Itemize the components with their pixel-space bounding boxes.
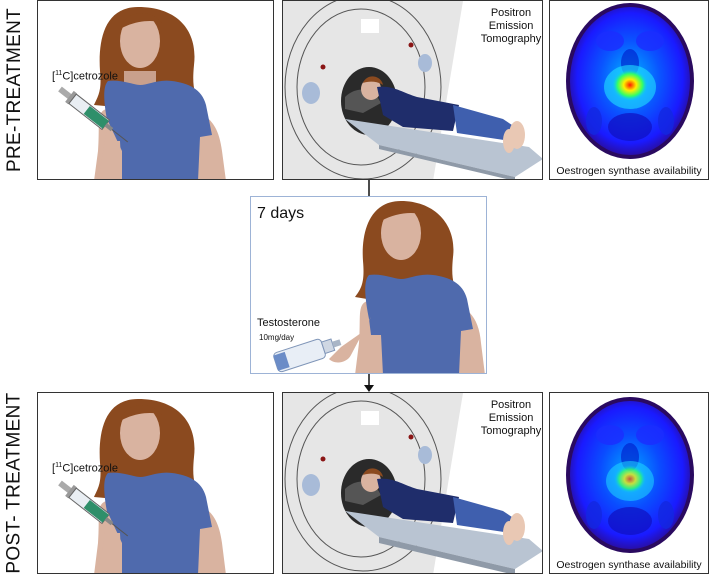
pre-hotspot: [612, 69, 648, 101]
syringe-icon: [38, 393, 274, 574]
post-brain-scan-panel: Oestrogen synthase availability: [549, 392, 709, 574]
brain-pet-image: [550, 1, 709, 180]
post-pet-scanner-panel: Positron Emission Tomography: [282, 392, 543, 574]
tracer-label: [11C]cetrozole: [52, 459, 118, 476]
brain-pet-image: [550, 393, 709, 574]
post-injection-panel: [11C]cetrozole: [37, 392, 274, 574]
pre-pet-scanner-panel: Positron Emission Tomography: [282, 0, 543, 180]
tracer-label: [11C]cetrozole: [52, 67, 118, 84]
drug-label: Testosterone: [257, 317, 320, 330]
treatment-panel: 7 days Testosterone 10mg/day: [250, 196, 487, 374]
duration-label: 7 days: [257, 205, 304, 223]
post-hotspot: [614, 465, 646, 493]
dose-label: 10mg/day: [259, 331, 294, 344]
brain-caption: Oestrogen synthase availability: [550, 165, 708, 177]
pre-injection-panel: [11C]cetrozole: [37, 0, 274, 180]
spray-bottle-icon: [251, 197, 487, 374]
pet-title: Positron Emission Tomography: [471, 399, 543, 438]
pre-brain-scan-panel: Oestrogen synthase availability: [549, 0, 709, 180]
syringe-icon: [38, 1, 274, 180]
brain-caption: Oestrogen synthase availability: [550, 559, 708, 571]
pet-title: Positron Emission Tomography: [471, 7, 543, 46]
